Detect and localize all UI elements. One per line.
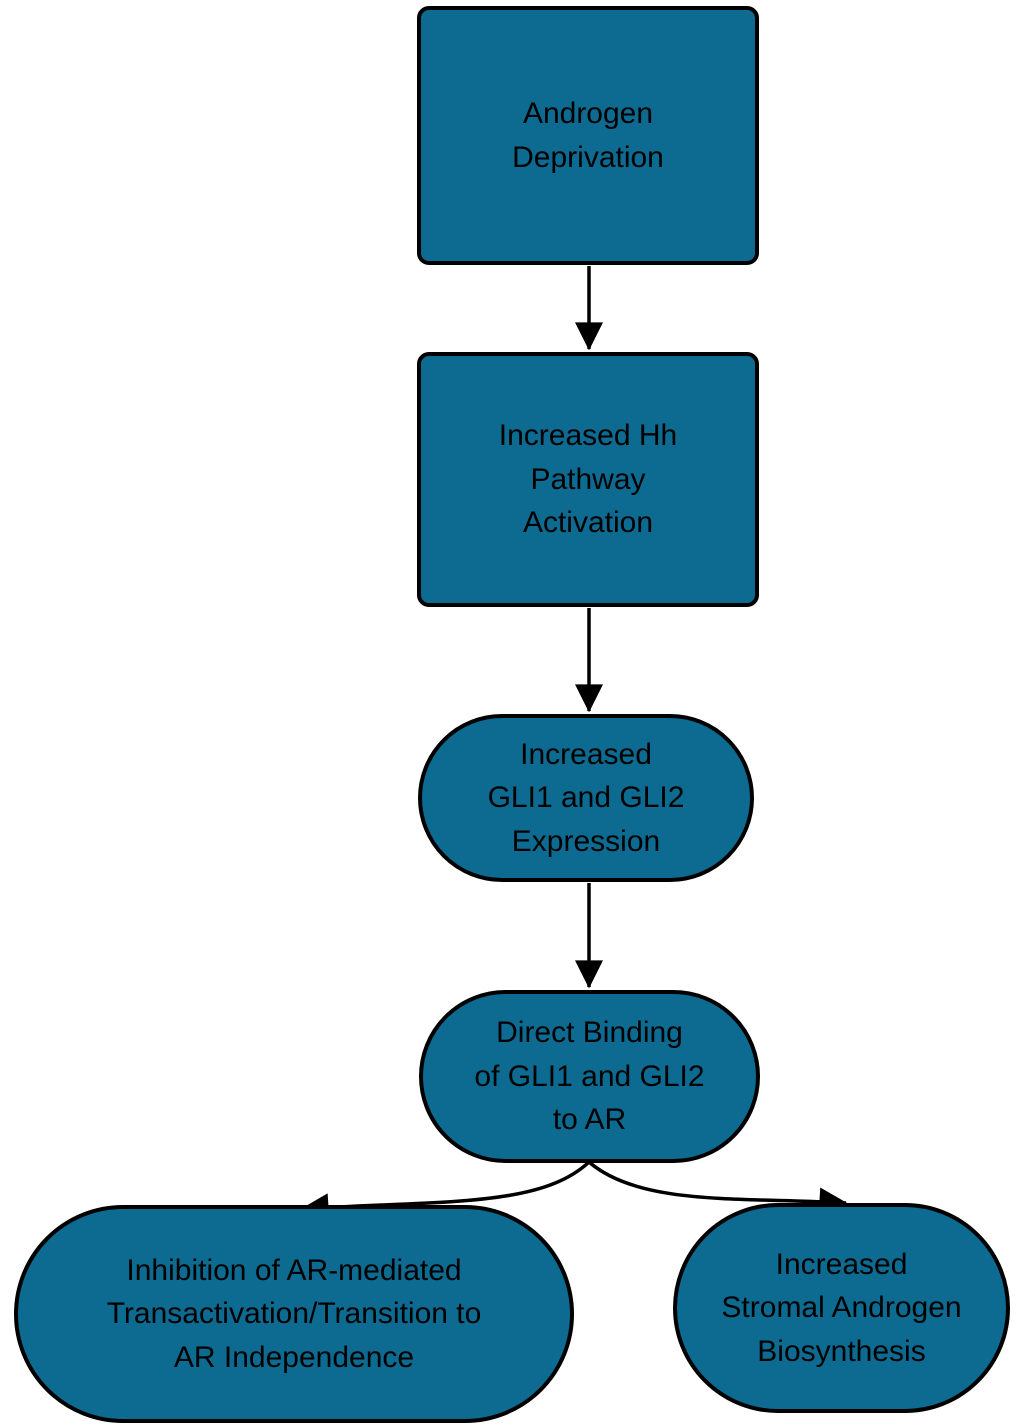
edge-binding-to-stromal-arrow bbox=[587, 1160, 848, 1216]
node-gli-expression: Increased GLI1 and GLI2 Expression bbox=[418, 714, 754, 882]
node-gli-expression-label: Increased GLI1 and GLI2 Expression bbox=[487, 737, 685, 858]
edge-binding-to-inhibition-arrow bbox=[300, 1160, 591, 1222]
node-direct-binding: Direct Binding of GLI1 and GLI2 to AR bbox=[419, 990, 760, 1163]
node-androgen-deprivation-label: Androgen Deprivation bbox=[512, 97, 664, 174]
node-androgen-deprivation: Androgen Deprivation bbox=[417, 6, 759, 265]
node-inhibition-transactivation-label: Inhibition of AR-mediated Transactivatio… bbox=[106, 1253, 482, 1374]
node-inhibition-transactivation: Inhibition of AR-mediated Transactivatio… bbox=[14, 1205, 574, 1423]
node-stromal-biosynthesis: Increased Stromal Androgen Biosynthesis bbox=[673, 1203, 1010, 1413]
node-stromal-biosynthesis-label: Increased Stromal Androgen Biosynthesis bbox=[721, 1247, 962, 1368]
node-hh-pathway-activation-label: Increased Hh Pathway Activation bbox=[498, 419, 678, 540]
node-direct-binding-label: Direct Binding of GLI1 and GLI2 to AR bbox=[474, 1016, 705, 1137]
node-hh-pathway-activation: Increased Hh Pathway Activation bbox=[417, 352, 759, 607]
